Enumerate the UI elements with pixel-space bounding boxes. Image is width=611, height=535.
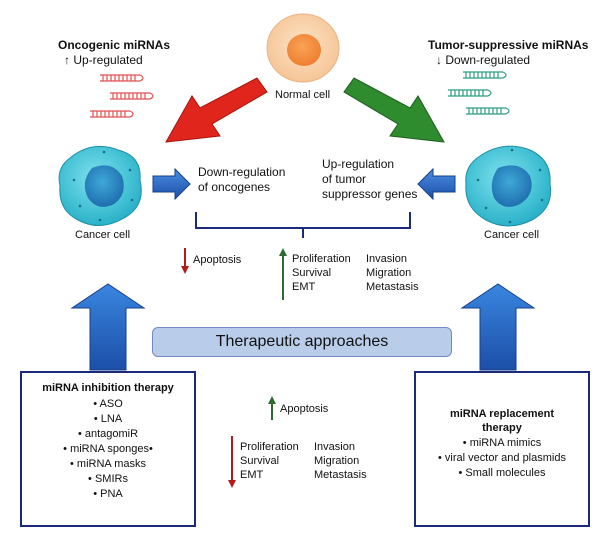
effect-metastasis: Metastasis [366,281,419,293]
apoptosis-up-arrow-icon [268,396,276,420]
effects-top-left-column: Proliferation Survival EMT [292,252,351,294]
inhibition-item-aso: • ASO [93,398,123,410]
inhibition-item-masks: • miRNA masks [70,458,146,470]
therapeutic-approaches-banner: Therapeutic approaches [152,327,452,357]
suppressive-title: Tumor-suppressive miRNAs [428,38,589,52]
blue-right-arrow-icon [152,167,191,201]
effect-bottom-emt: EMT [240,469,264,481]
down-regulation-label: Down-regulation of oncogenes [198,165,285,195]
bracket-line [195,212,411,238]
down-regulation-line1: Down-regulation [198,165,286,179]
effect-bottom-invasion: Invasion [314,441,355,453]
normal-cell-label: Normal cell [275,89,331,101]
apoptosis-bottom-label: Apoptosis [280,403,329,415]
effect-emt: EMT [292,281,316,293]
suppressive-mirna-icon [448,71,510,115]
inhibition-therapy-box: miRNA inhibition therapy • ASO • LNA • a… [20,371,196,527]
apoptosis-top-label: Apoptosis [193,254,242,266]
suppressive-subtitle: ↓ Down-regulated [436,53,531,67]
effect-invasion: Invasion [366,253,407,265]
cancer-cell-left-icon [58,145,142,226]
proliferation-up-arrow-icon [279,248,287,300]
inhibition-item-antagomir: • antagomiR [77,428,139,440]
effect-bottom-metastasis: Metastasis [314,469,367,481]
proliferation-down-arrow-icon [228,436,236,488]
effects-top-right-column: Invasion Migration Metastasis [366,252,419,294]
inhibition-item-smirs: • SMIRs [88,473,128,485]
effects-bottom-right-column: Invasion Migration Metastasis [314,440,367,482]
replacement-item-small-molecules: • Small molecules [458,467,546,479]
up-regulation-line1: Up-regulation [322,157,395,171]
normal-cell-icon [266,13,340,83]
effect-survival: Survival [292,267,332,279]
green-arrow-icon [343,77,445,143]
effects-bottom-left-column: Proliferation Survival EMT [240,440,299,482]
apoptosis-down-arrow-icon [181,248,189,274]
inhibition-item-lna: • LNA [93,413,123,425]
large-blue-up-arrow-right-icon [460,283,536,371]
cancer-cell-right-label: Cancer cell [484,229,540,241]
oncogenic-subtitle: ↑ Up-regulated [64,53,143,67]
replacement-item-viral: • viral vector and plasmids [438,452,566,464]
replacement-therapy-box: miRNA replacement therapy • miRNA mimics… [414,371,590,527]
inhibition-item-sponges: • miRNA sponges• [63,443,153,455]
inhibition-title: miRNA inhibition therapy [42,382,174,394]
effect-migration: Migration [366,267,412,279]
oncogenic-mirna-icon [90,74,154,118]
effect-bottom-survival: Survival [240,455,280,467]
replacement-item-mimics: • miRNA mimics [462,437,542,449]
up-regulation-line2: of tumor [322,172,367,186]
effect-proliferation: Proliferation [292,253,351,265]
up-regulation-line3: suppressor genes [322,187,418,201]
replacement-title-line1: miRNA replacement [449,408,555,420]
oncogenic-title: Oncogenic miRNAs [58,38,171,52]
down-regulation-line2: of oncogenes [198,180,271,194]
red-arrow-icon [165,77,268,143]
up-regulation-label: Up-regulation of tumor suppressor genes [322,157,417,202]
blue-left-arrow-icon [417,167,456,201]
replacement-list: • miRNA mimics • viral vector and plasmi… [416,436,588,481]
inhibition-item-pna: • PNA [93,488,123,500]
effect-bottom-proliferation: Proliferation [240,441,299,453]
large-blue-up-arrow-left-icon [70,283,146,371]
cancer-cell-left-label: Cancer cell [75,229,131,241]
inhibition-list: • ASO • LNA • antagomiR • miRNA sponges•… [22,397,194,502]
replacement-title-line2: therapy [482,422,522,434]
effect-bottom-migration: Migration [314,455,360,467]
cancer-cell-right-icon [465,145,552,227]
